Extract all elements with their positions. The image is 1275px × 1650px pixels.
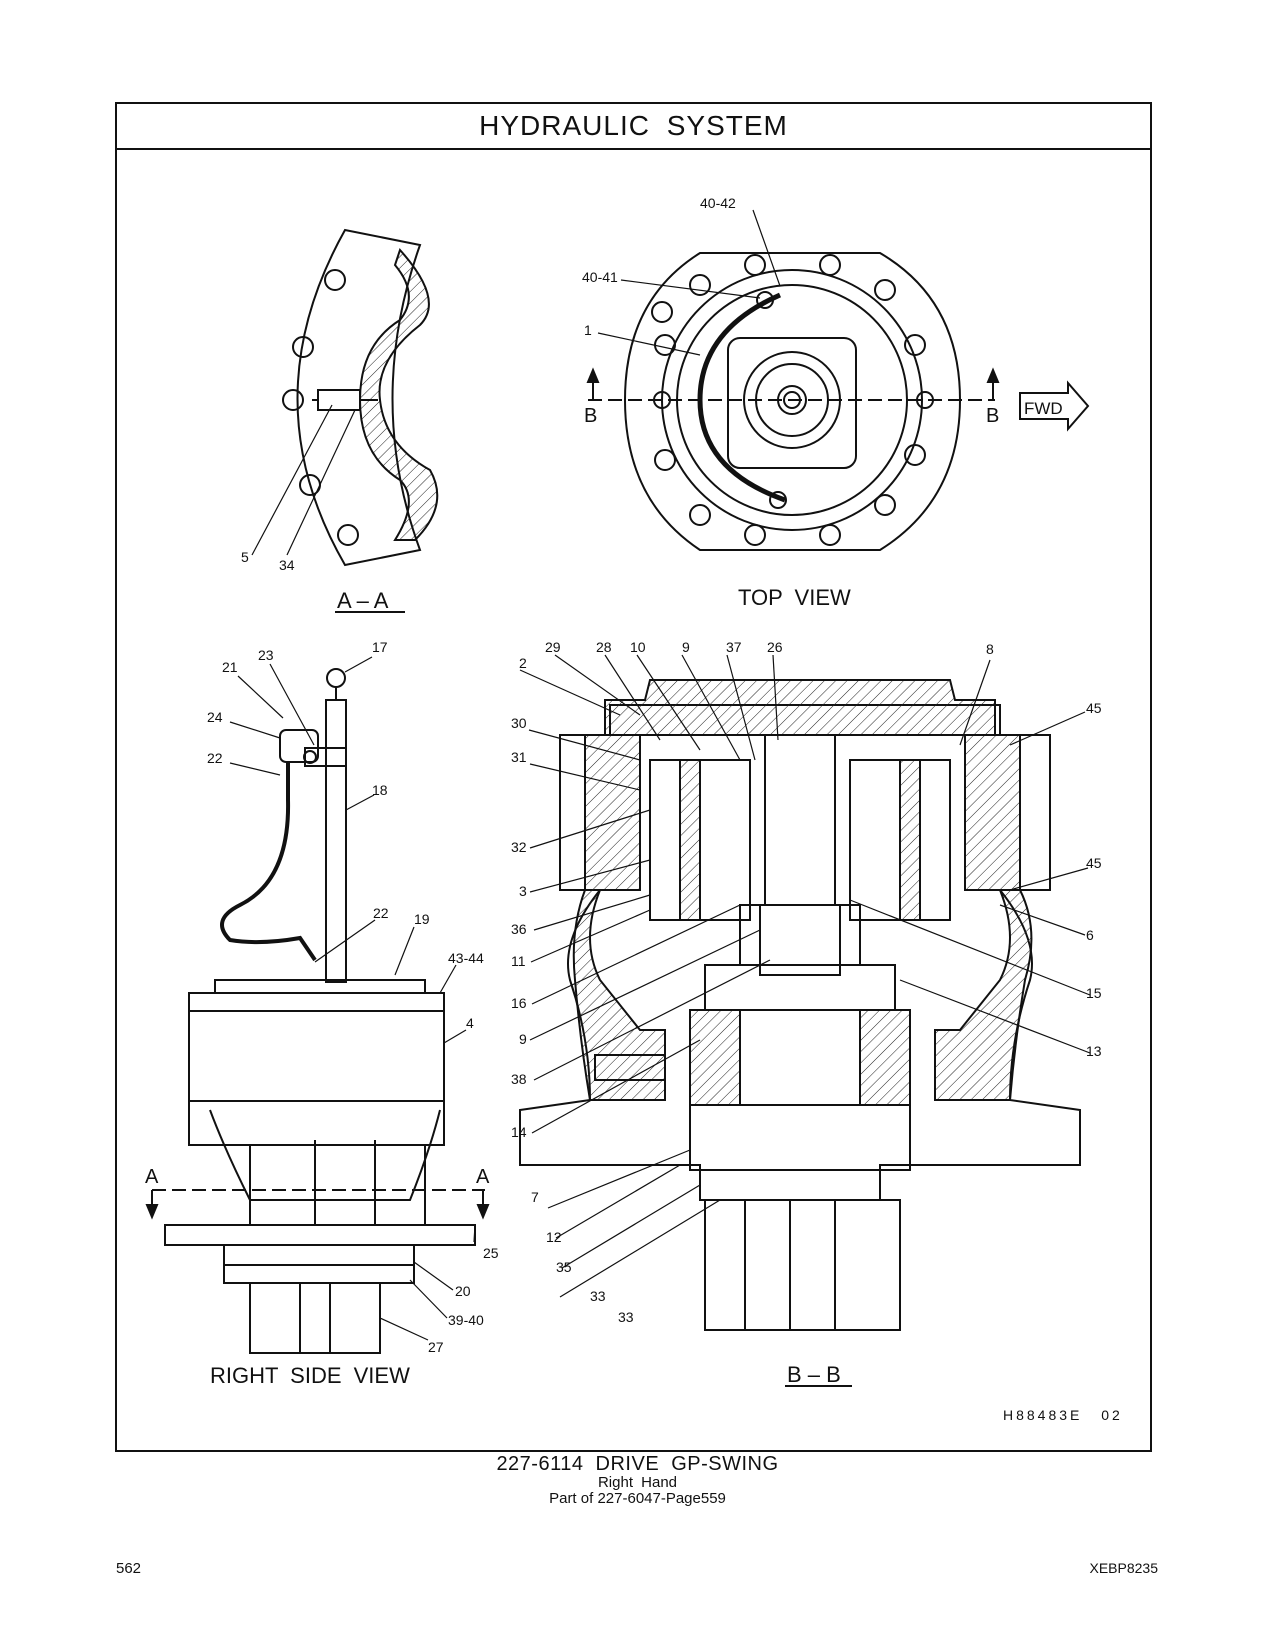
callout-20: 20 xyxy=(455,1283,471,1299)
callout-33-upper: 33 xyxy=(590,1288,606,1304)
callout-33-lower: 33 xyxy=(618,1309,634,1325)
view-label-bb: B – B xyxy=(787,1362,841,1387)
part-reference: Part of 227-6047-Page559 xyxy=(549,1490,726,1507)
callout-12: 12 xyxy=(546,1229,562,1245)
part-subtitle: Right Hand xyxy=(597,1474,678,1491)
callout-8: 8 xyxy=(986,641,994,657)
callout-18: 18 xyxy=(372,782,388,798)
part-title: 227-6114 DRIVE GP-SWING xyxy=(496,1453,779,1475)
illustration-id: H88483E 02 xyxy=(1003,1407,1123,1423)
callout-40-42: 40-42 xyxy=(700,195,736,211)
callout-10: 10 xyxy=(630,639,646,655)
callout-30: 30 xyxy=(511,715,527,731)
callout-16: 16 xyxy=(511,995,527,1011)
callout-11: 11 xyxy=(511,953,526,969)
callout-27: 27 xyxy=(428,1339,444,1355)
callout-35: 35 xyxy=(556,1259,572,1275)
callout-25: 25 xyxy=(483,1245,499,1261)
callout-45-lower: 45 xyxy=(1086,855,1102,871)
callout-9-upper: 9 xyxy=(682,639,690,655)
section-marker-a-right: A xyxy=(476,1166,490,1188)
callout-21: 21 xyxy=(222,659,238,675)
callout-34: 34 xyxy=(279,557,295,573)
callout-43-44: 43-44 xyxy=(448,950,484,966)
top-view-drawing xyxy=(586,209,1090,551)
section-title: HYDRAULIC SYSTEM xyxy=(117,104,1150,150)
callout-3: 3 xyxy=(519,883,527,899)
view-label-top: TOP VIEW xyxy=(738,585,851,610)
callout-2: 2 xyxy=(519,655,527,671)
callout-22-lower: 22 xyxy=(373,905,389,921)
callout-24: 24 xyxy=(207,709,223,725)
page-number: 562 xyxy=(116,1560,142,1577)
callout-22-upper: 22 xyxy=(207,750,223,766)
callout-19: 19 xyxy=(414,911,430,927)
callout-32: 32 xyxy=(511,839,527,855)
callout-31: 31 xyxy=(511,749,527,765)
section-bb-drawing xyxy=(519,654,1091,1331)
callout-39-40: 39-40 xyxy=(448,1312,484,1328)
callout-6: 6 xyxy=(1086,927,1094,943)
view-label-aa: A – A xyxy=(337,588,389,613)
section-marker-b-right: B xyxy=(986,405,999,427)
section-aa-drawing xyxy=(251,228,439,567)
callout-40-41: 40-41 xyxy=(582,269,618,285)
callout-26: 26 xyxy=(767,639,783,655)
callout-23: 23 xyxy=(258,647,274,663)
callout-17: 17 xyxy=(372,639,388,655)
callout-29: 29 xyxy=(545,639,561,655)
callout-4: 4 xyxy=(466,1015,474,1031)
book-id: XEBP8235 xyxy=(1089,1560,1159,1576)
callout-45-upper: 45 xyxy=(1086,700,1102,716)
section-marker-b-left: B xyxy=(584,405,597,427)
right-side-view-drawing xyxy=(145,656,490,1354)
callout-28: 28 xyxy=(596,639,612,655)
callout-14: 14 xyxy=(511,1124,527,1140)
callout-1: 1 xyxy=(584,322,592,338)
callout-5: 5 xyxy=(241,549,249,565)
callout-37: 37 xyxy=(726,639,742,655)
callout-36: 36 xyxy=(511,921,527,937)
drawing-frame: HYDRAULIC SYSTEM xyxy=(115,102,1152,1452)
section-marker-a-left: A xyxy=(145,1166,159,1188)
fwd-arrow-label: FWD xyxy=(1024,399,1063,418)
callout-15: 15 xyxy=(1086,985,1102,1001)
view-label-right-side: RIGHT SIDE VIEW xyxy=(210,1363,410,1388)
callout-13: 13 xyxy=(1086,1043,1102,1059)
callout-38: 38 xyxy=(511,1071,527,1087)
callout-7: 7 xyxy=(531,1189,539,1205)
callout-9-lower: 9 xyxy=(519,1031,527,1047)
